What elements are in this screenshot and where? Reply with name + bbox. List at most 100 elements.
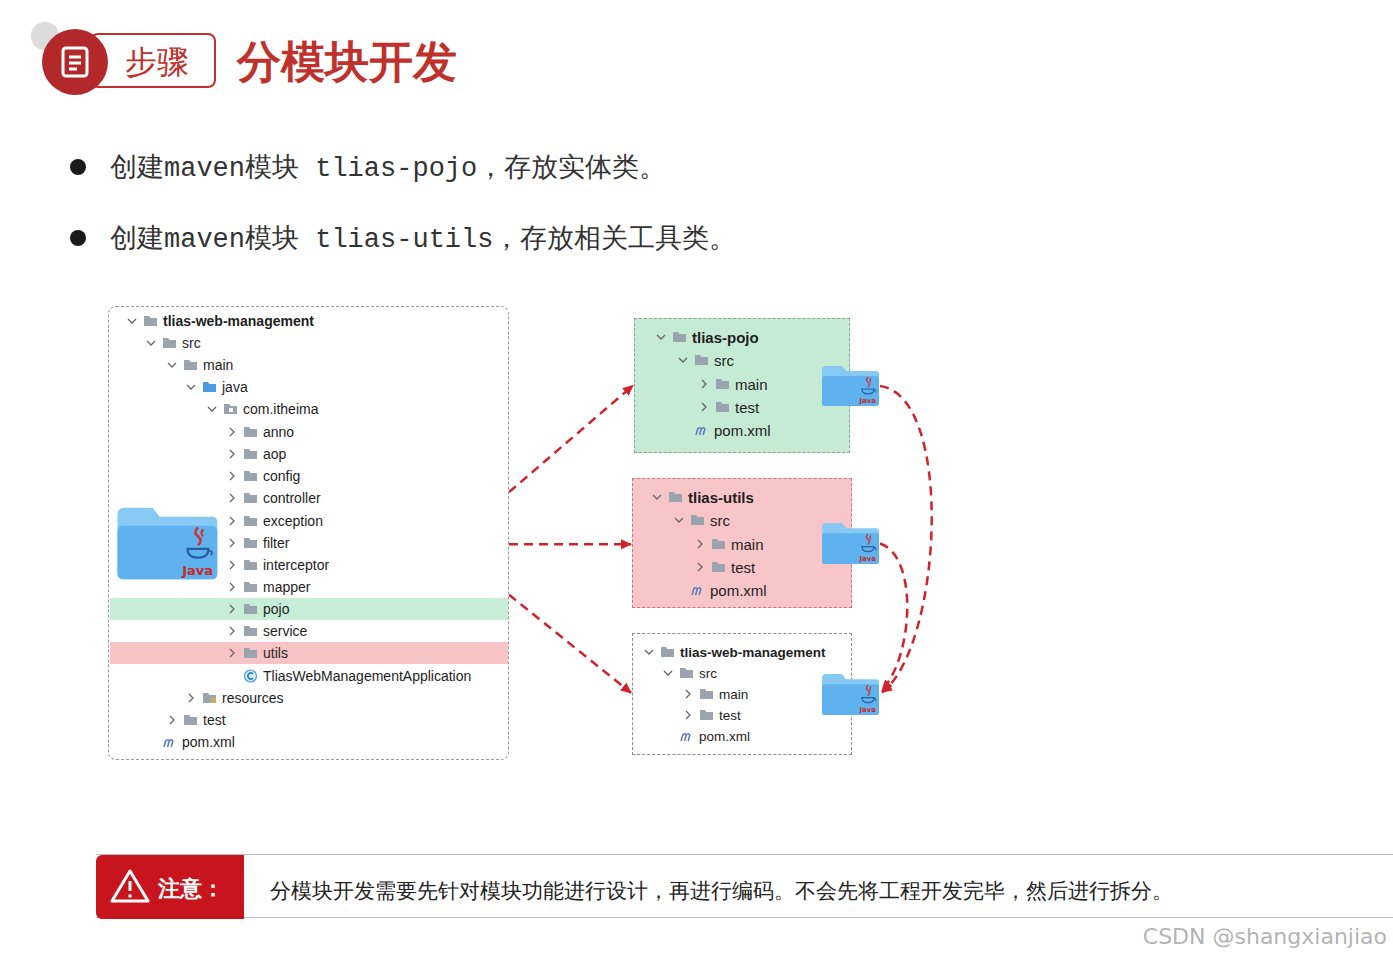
tree-chevron bbox=[226, 559, 238, 571]
dashed-arrow bbox=[880, 386, 932, 692]
tree-icon-svg bbox=[243, 580, 258, 594]
tree-chevron bbox=[126, 315, 138, 327]
tree-item: exception bbox=[263, 513, 323, 529]
tree-icon-svg bbox=[694, 423, 709, 437]
tree-icon-svg bbox=[711, 560, 726, 574]
java-label: Java bbox=[859, 556, 876, 563]
tree-chevron-svg bbox=[185, 381, 197, 393]
watermark: CSDN @shangxianjiao bbox=[1143, 924, 1387, 949]
tree-icon bbox=[243, 425, 258, 439]
tree-item: test bbox=[731, 559, 755, 576]
note-bar-text: 分模块开发需要先针对模块功能进行设计，再进行编码。不会先将工程开发完毕，然后进行… bbox=[270, 877, 1173, 905]
tree-icon-svg bbox=[223, 402, 238, 416]
tree-icon-svg bbox=[162, 336, 177, 350]
tree-icon bbox=[243, 558, 258, 572]
tree-chevron bbox=[682, 688, 694, 700]
tree-chevron-svg bbox=[226, 559, 238, 571]
tree-chevron bbox=[226, 647, 238, 659]
tree-chevron-svg bbox=[226, 537, 238, 549]
tree-chevron bbox=[655, 331, 667, 343]
tree-chevron-svg bbox=[206, 403, 218, 415]
pojo-highlight-band: pojo bbox=[110, 598, 508, 620]
tree-chevron bbox=[226, 470, 238, 482]
tree-icon-svg bbox=[243, 558, 258, 572]
tree-icon-svg bbox=[243, 491, 258, 505]
tree-icon bbox=[715, 377, 730, 391]
tree-icon bbox=[223, 402, 238, 416]
tree-item: filter bbox=[263, 535, 289, 551]
bullet-dot bbox=[70, 230, 86, 246]
document-icon bbox=[63, 48, 87, 76]
tree-chevron bbox=[226, 537, 238, 549]
tree-icon bbox=[202, 691, 217, 705]
tree-icon-svg bbox=[243, 425, 258, 439]
tree-chevron bbox=[643, 646, 655, 658]
tree-chevron-svg bbox=[694, 538, 706, 550]
utils-module-box: tlias-utilssrcmaintestpom.xml bbox=[632, 478, 852, 608]
tree-icon-svg bbox=[690, 583, 705, 597]
tree-chevron bbox=[226, 625, 238, 637]
tree-chevron-svg bbox=[698, 401, 710, 413]
tree-chevron-svg bbox=[682, 688, 694, 700]
tree-item: src bbox=[710, 512, 730, 529]
tree-icon-svg bbox=[143, 314, 158, 328]
tree-chevron-svg bbox=[226, 426, 238, 438]
tree-icon bbox=[243, 669, 258, 683]
tree-chevron bbox=[698, 378, 710, 390]
tree-chevron-svg bbox=[226, 448, 238, 460]
tree-icon bbox=[243, 624, 258, 638]
tree-chevron bbox=[682, 709, 694, 721]
tree-chevron bbox=[673, 514, 685, 526]
tree-chevron-svg bbox=[145, 337, 157, 349]
tree-chevron-svg bbox=[673, 514, 685, 526]
tree-icon-svg bbox=[202, 691, 217, 705]
tree-icon-svg bbox=[715, 400, 730, 414]
tree-icon-svg bbox=[202, 380, 217, 394]
tree-chevron-svg bbox=[185, 692, 197, 704]
module-name: tlias-web-management bbox=[163, 313, 314, 329]
dashed-arrow bbox=[509, 595, 631, 693]
tree-icon bbox=[694, 423, 709, 437]
utils-highlight-band: utils bbox=[110, 642, 508, 664]
warning-icon bbox=[110, 869, 150, 903]
tree-item: mapper bbox=[263, 579, 310, 595]
tree-icon bbox=[711, 537, 726, 551]
java-folder-icon: Java bbox=[820, 365, 880, 407]
tree-item: pom.xml bbox=[714, 422, 771, 439]
tree-icon bbox=[243, 580, 258, 594]
tree-icon-svg bbox=[711, 537, 726, 551]
tree-item: interceptor bbox=[263, 557, 329, 573]
tree-chevron bbox=[206, 403, 218, 415]
step-badge: 步骤 bbox=[90, 33, 216, 88]
tree-icon bbox=[679, 666, 694, 680]
tree-chevron-svg bbox=[226, 470, 238, 482]
tree-chevron bbox=[185, 692, 197, 704]
tree-icon-svg bbox=[243, 536, 258, 550]
dashed-arrow bbox=[509, 386, 633, 493]
tree-icon bbox=[162, 735, 177, 749]
tree-icon-svg bbox=[668, 490, 683, 504]
tree-chevron bbox=[226, 492, 238, 504]
tree-icon bbox=[243, 491, 258, 505]
tree-chevron bbox=[145, 337, 157, 349]
tree-icon-svg bbox=[162, 735, 177, 749]
tree-chevron bbox=[226, 581, 238, 593]
dashed-arrow bbox=[880, 544, 907, 691]
tree-icon bbox=[162, 336, 177, 350]
tree-item: service bbox=[263, 623, 307, 639]
tree-icon-svg bbox=[183, 358, 198, 372]
tree-icon bbox=[668, 490, 683, 504]
dashed-arrow bbox=[509, 543, 631, 546]
tree-item: com.itheima bbox=[243, 401, 318, 417]
tree-icon-svg bbox=[243, 602, 258, 616]
tree-icon bbox=[243, 646, 258, 660]
tree-icon-svg bbox=[243, 514, 258, 528]
tree-chevron-svg bbox=[126, 315, 138, 327]
tree-chevron-svg bbox=[651, 491, 663, 503]
tree-icon bbox=[711, 560, 726, 574]
tree-item: src bbox=[714, 352, 734, 369]
tree-icon bbox=[243, 602, 258, 616]
tree-chevron-svg bbox=[643, 646, 655, 658]
java-label: Java bbox=[182, 564, 213, 577]
tree-item: pom.xml bbox=[699, 729, 750, 744]
